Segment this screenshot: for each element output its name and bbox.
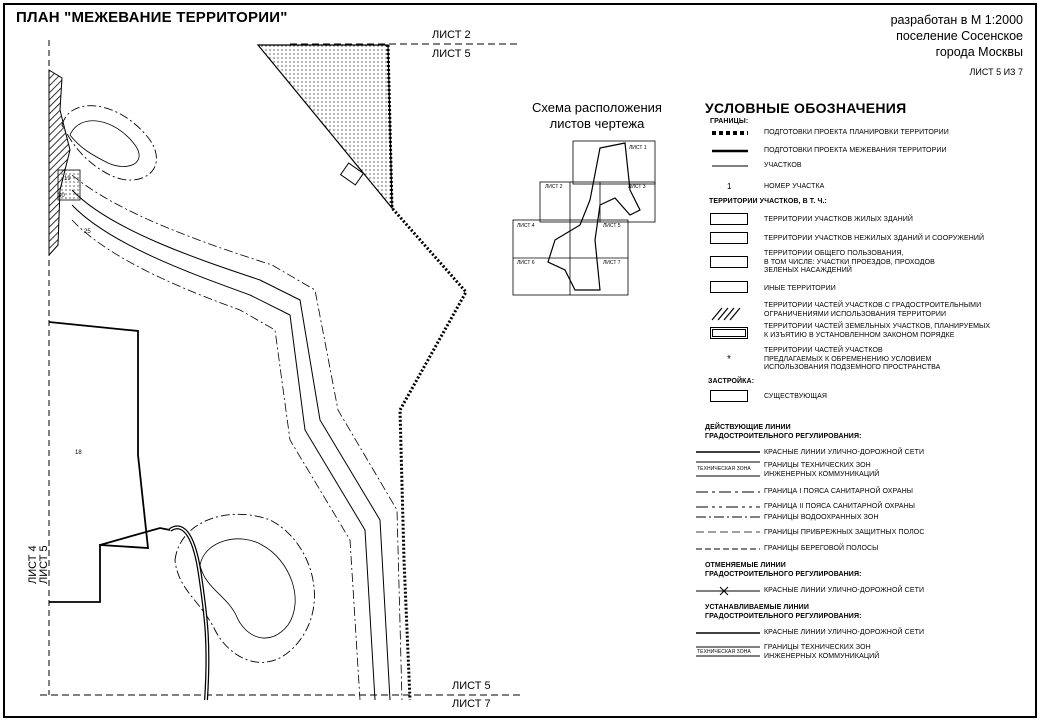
legend-item: ТЕРРИТОРИИ ЧАСТЕЙ УЧАСТКОВ ПРЕДЛАГАЕМЫХ … (764, 347, 941, 371)
sheet-label-top-a: ЛИСТ 2 (432, 29, 471, 41)
legend-item: ТЕРРИТОРИИ ЧАСТЕЙ ЗЕМЕЛЬНЫХ УЧАСТКОВ, ПЛ… (764, 323, 991, 339)
legend-item: ГРАНИЦА I ПОЯСА САНИТАРНОЙ ОХРАНЫ (764, 488, 914, 495)
plot-label: 18 (75, 450, 82, 456)
sheet-label-top-b: ЛИСТ 5 (432, 48, 471, 60)
sheet-frame (3, 3, 1037, 718)
sheet-label-bottom-a: ЛИСТ 5 (452, 680, 491, 692)
plot-triangle (256, 44, 393, 210)
legend-symbol: ТЕХНИЧЕСКАЯ ЗОНА (697, 466, 751, 472)
legend-header: ЗАСТРОЙКА: (708, 378, 755, 385)
legend-item: ПОДГОТОВКИ ПРОЕКТА МЕЖЕВАНИЯ ТЕРРИТОРИИ (764, 147, 947, 154)
large-plot (48, 321, 150, 603)
plot-label: 19 (64, 176, 71, 182)
legend-header: ДЕЙСТВУЮЩИЕ ЛИНИИ ГРАДОСТРОИТЕЛЬНОГО РЕГ… (705, 424, 862, 440)
legend-header: ГРАНИЦЫ: (710, 118, 749, 125)
page-title: ПЛАН "МЕЖЕВАНИЕ ТЕРРИТОРИИ" (16, 9, 288, 26)
city-text: города Москвы (935, 45, 1023, 59)
legend-symbol: 1 (727, 182, 732, 191)
scheme-title: Схема расположения листов чертежа (532, 100, 662, 131)
legend-symbols (696, 131, 760, 657)
scheme-sheet-label: ЛИСТ 6 (517, 260, 535, 266)
sheet-label-left-b: ЛИСТ 5 (38, 545, 50, 584)
legend-item: ТЕРРИТОРИИ ОБЩЕГО ПОЛЬЗОВАНИЯ, В ТОМ ЧИС… (764, 250, 935, 274)
legend-item: КРАСНЫЕ ЛИНИИ УЛИЧНО-ДОРОЖНОЙ СЕТИ (764, 449, 925, 456)
legend-item: КРАСНЫЕ ЛИНИИ УЛИЧНО-ДОРОЖНОЙ СЕТИ (764, 587, 925, 594)
legend-header: ТЕРРИТОРИИ УЧАСТКОВ, В Т. Ч.: (709, 198, 827, 205)
legend-item: КРАСНЫЕ ЛИНИИ УЛИЧНО-ДОРОЖНОЙ СЕТИ (764, 629, 925, 636)
scheme-sheet-label: ЛИСТ 2 (545, 184, 563, 190)
legend-header: УСТАНАВЛИВАЕМЫЕ ЛИНИИ ГРАДОСТРОИТЕЛЬНОГО… (705, 604, 862, 620)
legend-item: ГРАНИЦЫ ПРИБРЕЖНЫХ ЗАЩИТНЫХ ПОЛОС (764, 529, 925, 536)
legend-box (710, 327, 748, 339)
legend-box (710, 213, 748, 225)
scheme-sheet-label: ЛИСТ 4 (517, 223, 535, 229)
legend-item: ТЕРРИТОРИИ УЧАСТКОВ НЕЖИЛЫХ ЗДАНИЙ И СОО… (764, 235, 985, 242)
scheme-sheet-label: ЛИСТ 7 (603, 260, 621, 266)
scale-text: разработан в М 1:2000 (890, 13, 1023, 27)
sheet-number: ЛИСТ 5 ИЗ 7 (969, 67, 1024, 77)
settlement-text: поселение Сосенское (896, 29, 1023, 43)
legend-box (710, 281, 748, 293)
legend-item: ТЕРРИТОРИИ ЧАСТЕЙ УЧАСТКОВ С ГРАДОСТРОИТ… (764, 302, 982, 318)
sheet-scheme (512, 140, 656, 296)
legend-item: ГРАНИЦЫ ТЕХНИЧЕСКИХ ЗОН ИНЖЕНЕРНЫХ КОММУ… (764, 462, 880, 478)
header-info: разработан в М 1:2000 поселение Сосенско… (891, 12, 1023, 80)
scheme-sheet-label: ЛИСТ 1 (629, 145, 647, 151)
legend-box (710, 256, 748, 268)
plot-label: 30 (58, 193, 65, 199)
legend-item: ГРАНИЦЫ ТЕХНИЧЕСКИХ ЗОН ИНЖЕНЕРНЫХ КОММУ… (764, 644, 880, 660)
restricted-zone (48, 69, 71, 257)
legend-item: НОМЕР УЧАСТКА (764, 183, 825, 190)
sheet-label-bottom-b: ЛИСТ 7 (452, 698, 491, 710)
scheme-sheet-label: ЛИСТ 3 (628, 184, 646, 190)
asterisk-icon: * (727, 354, 731, 365)
legend-box (710, 232, 748, 244)
building (339, 162, 365, 186)
legend-item: ТЕРРИТОРИИ УЧАСТКОВ ЖИЛЫХ ЗДАНИЙ (764, 216, 914, 223)
legend-box (710, 390, 748, 402)
legend-header: ОТМЕНЯЕМЫЕ ЛИНИИ ГРАДОСТРОИТЕЛЬНОГО РЕГУ… (705, 562, 862, 578)
legend-item: ИНЫЕ ТЕРРИТОРИИ (764, 285, 836, 292)
plot-label: 25 (84, 229, 91, 235)
legend-item: ГРАНИЦЫ ВОДООХРАННЫХ ЗОН (764, 514, 879, 521)
legend-item: УЧАСТКОВ (764, 162, 802, 169)
legend-item: ГРАНИЦА II ПОЯСА САНИТАРНОЙ ОХРАНЫ (764, 503, 916, 510)
legend-item: ГРАНИЦЫ БЕРЕГОВОЙ ПОЛОСЫ (764, 545, 879, 552)
legend-symbol: ТЕХНИЧЕСКАЯ ЗОНА (697, 649, 751, 655)
scheme-sheet-label: ЛИСТ 5 (603, 223, 621, 229)
legend-item: СУЩЕСТВУЮЩАЯ (764, 393, 828, 400)
legend-title: УСЛОВНЫЕ ОБОЗНАЧЕНИЯ (705, 100, 907, 116)
legend-item: ПОДГОТОВКИ ПРОЕКТА ПЛАНИРОВКИ ТЕРРИТОРИИ (764, 129, 949, 136)
